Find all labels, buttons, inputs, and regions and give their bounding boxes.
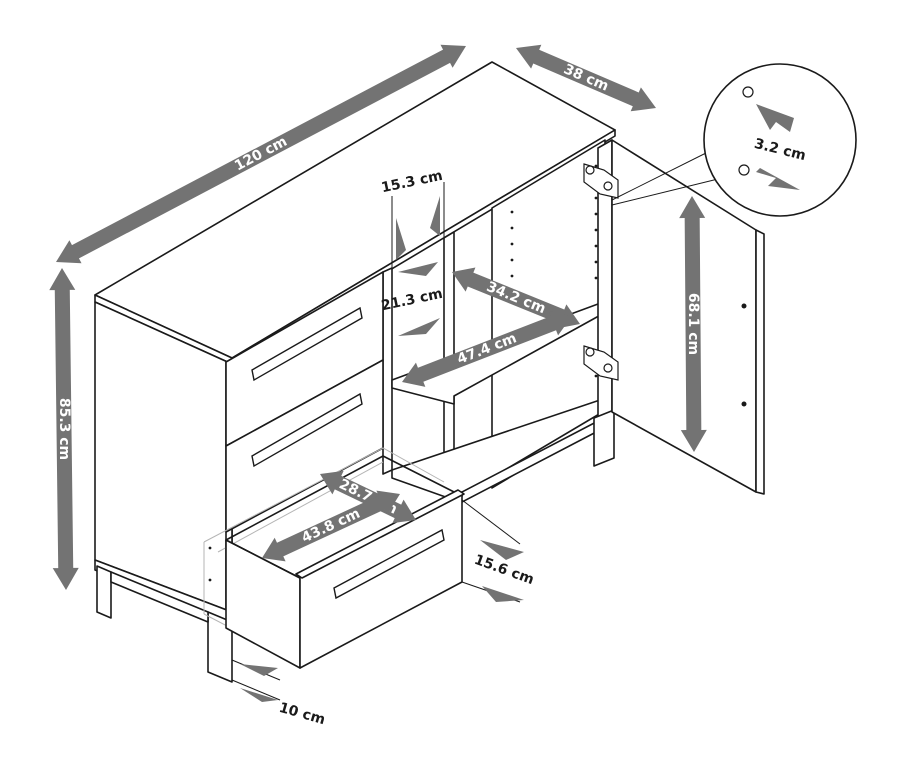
dim-shelf-depth-arrow-shape	[452, 267, 580, 329]
drawer-open-front	[299, 491, 463, 669]
drawer-middle[interactable]	[225, 359, 384, 533]
dim-drawer-height-arrow-bottom	[482, 586, 524, 602]
dim-drawer-width-arrow-shape	[262, 490, 400, 562]
dim-width-arrow-shape	[56, 44, 466, 264]
drawer-top-handle[interactable]	[251, 306, 363, 382]
leg-back-left	[96, 565, 112, 619]
door-hinge-bottom	[583, 345, 619, 381]
dim-compartment-width-arrow-left	[396, 218, 406, 260]
leg-front-left	[207, 611, 233, 683]
cabinet-door[interactable]	[583, 139, 765, 495]
dim-shelf-width-arrow-shape	[402, 311, 572, 387]
shelf-peg-holes	[510, 164, 598, 378]
dim-door-height-arrow-label: 68.1 cm	[685, 293, 701, 355]
dim-compartment-height-arrow-bottom	[398, 318, 440, 336]
detail-hole-top	[742, 86, 754, 98]
dim-drawer-height-arrow-top	[480, 540, 524, 560]
door-edge	[755, 229, 765, 495]
cabinet-bottom	[391, 399, 607, 501]
dim-drawer-height: 15.6 cm	[461, 499, 536, 603]
dim-hole-spacing-arrow-bottom	[756, 168, 800, 190]
hinge-detail-callout	[611, 63, 857, 217]
drawer-middle-handle[interactable]	[251, 392, 363, 468]
base-rail-left-inner	[110, 571, 209, 623]
detail-hole-bottom	[738, 164, 750, 176]
dim-leg-height-arrow-bottom	[240, 688, 278, 702]
door-hinge-top	[583, 163, 619, 199]
dim-door-height-arrow-shape	[679, 196, 707, 452]
dim-leg-height-arrow-top	[240, 664, 278, 676]
dim-depth-arrow-shape	[516, 44, 656, 112]
dim-hole-spacing-arrow-top	[756, 104, 794, 132]
drawer-top[interactable]	[225, 271, 384, 447]
drawer-open[interactable]	[203, 447, 465, 669]
dim-height-arrow-shape	[49, 268, 79, 590]
dim-leg-height-label: 10 cm	[277, 700, 327, 728]
drawer-open-handle[interactable]	[333, 528, 445, 600]
dim-drawer-depth-arrow-shape	[320, 470, 416, 524]
dim-depth-arrow-label: 38 cm	[561, 61, 611, 94]
dim-width-arrow-label: 120 cm	[232, 134, 290, 175]
dim-door-height-arrow: 68.1 cm	[679, 196, 707, 452]
dim-height-arrow-label: 85.3 cm	[56, 398, 72, 460]
dim-compartment-width-arrow-right	[430, 196, 440, 236]
dim-compartment-height-arrow-top	[398, 262, 438, 276]
dim-drawer-width-arrow-label: 43.8 cm	[299, 506, 362, 547]
leg-back-right	[593, 409, 615, 467]
dim-leg-height: 10 cm	[231, 659, 327, 728]
cabinet-body	[94, 61, 616, 613]
dim-height-arrow: 85.3 cm	[49, 268, 79, 590]
